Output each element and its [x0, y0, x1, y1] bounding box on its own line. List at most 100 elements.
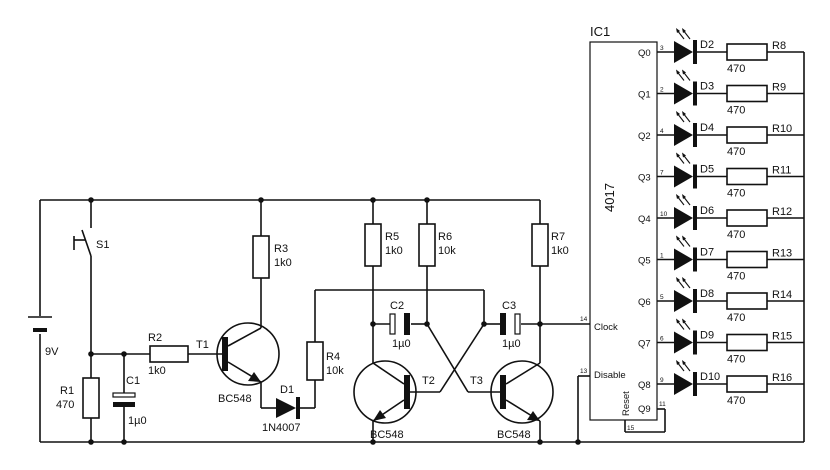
- reset-label: Reset: [621, 391, 632, 416]
- resistor-value: 470: [727, 312, 745, 324]
- resistor-symbol: [726, 209, 768, 227]
- q9-pin: 11: [659, 401, 666, 408]
- led-cathode: [693, 289, 697, 313]
- t3-name: T3: [470, 375, 483, 387]
- q-label: Q4: [638, 214, 651, 225]
- resistor-value: 470: [727, 188, 745, 200]
- led-name: D3: [700, 81, 714, 93]
- t1-part: BC548: [218, 393, 252, 405]
- c1-value: 1µ0: [128, 415, 147, 427]
- disable-pin: 13: [580, 368, 588, 375]
- d1-part: 1N4007: [262, 422, 301, 434]
- r6-name: R6: [438, 231, 452, 243]
- light-arrows: [676, 277, 691, 289]
- c3-name: C3: [502, 300, 516, 312]
- q-label: Q7: [638, 339, 651, 350]
- pin-number: 4: [660, 128, 664, 135]
- c2-value: 1µ0: [392, 338, 411, 350]
- led-symbol: [674, 248, 693, 271]
- resistor-name: R15: [772, 331, 792, 343]
- led-symbol: [674, 331, 693, 354]
- resistor-r1: R1 470: [56, 377, 100, 419]
- led-cathode: [693, 372, 697, 396]
- r1-name: R1: [60, 385, 74, 397]
- resistor-value: 470: [727, 354, 745, 366]
- led-cathode: [693, 164, 697, 189]
- led-cathode: [693, 206, 697, 230]
- t2-name: T2: [422, 375, 435, 387]
- r1-value: 470: [56, 399, 74, 411]
- c1-name: C1: [126, 375, 140, 387]
- junction-dots: [88, 197, 581, 445]
- light-arrows: [676, 111, 691, 123]
- transistor-t2: T2 BC548: [353, 360, 435, 441]
- led-name: D6: [700, 205, 714, 217]
- resistor-name: R8: [772, 40, 786, 52]
- resistor-symbol: [726, 126, 768, 144]
- resistor-value: 470: [727, 271, 745, 283]
- capacitor-c2: C2 1µ0: [389, 300, 411, 350]
- q-label: Q6: [638, 297, 651, 308]
- q-label: Q8: [638, 380, 651, 391]
- transistor-t1: T1 BC548: [196, 322, 280, 405]
- led-symbol: [674, 165, 693, 188]
- capacitor-c3: C3 1µ0: [500, 300, 521, 350]
- resistor-name: R9: [772, 82, 786, 94]
- r4-value: 10k: [326, 365, 344, 377]
- pin-number: 9: [660, 377, 664, 384]
- pin-number: 2: [660, 87, 664, 94]
- led-cathode: [693, 81, 697, 106]
- r7-name: R7: [551, 231, 565, 243]
- pin-number: 3: [660, 45, 664, 52]
- led-cathode: [693, 40, 697, 64]
- resistor-name: R12: [772, 206, 792, 218]
- resistor-symbol: [726, 375, 768, 393]
- resistor-name: R14: [772, 289, 792, 301]
- diode-d1: D1 1N4007: [262, 384, 301, 434]
- pin-number: 5: [660, 294, 664, 301]
- pin-number: 7: [660, 170, 664, 177]
- resistor-symbol: [726, 292, 768, 310]
- resistor-symbol: [726, 167, 768, 186]
- pin-number: 10: [660, 211, 668, 218]
- ic-4017: IC1 4017 Clock 14 Disable 13 Reset 15 Q9…: [580, 24, 666, 432]
- c3-value: 1µ0: [502, 338, 521, 350]
- capacitor-c1: C1 1µ0: [112, 375, 147, 427]
- ic-name: IC1: [590, 24, 610, 39]
- resistor-symbol: [726, 84, 768, 103]
- resistor-r7: R7 1k0: [531, 223, 569, 267]
- led-name: D5: [700, 164, 714, 176]
- output-row-q3: Q3 7 D5 R11 470: [638, 152, 804, 200]
- led-name: D7: [700, 247, 714, 259]
- light-arrows: [676, 235, 691, 247]
- battery-value: 9V: [45, 346, 59, 358]
- t1-name: T1: [196, 339, 209, 351]
- led-symbol: [674, 373, 693, 395]
- led-symbol: [674, 82, 693, 105]
- q9-label: Q9: [638, 404, 651, 415]
- led-symbol: [674, 207, 693, 229]
- led-name: D9: [700, 330, 714, 342]
- clock-label: Clock: [594, 322, 618, 333]
- light-arrows: [676, 360, 691, 372]
- q-label: Q3: [638, 173, 651, 184]
- led-symbol: [674, 124, 693, 146]
- resistor-symbol: [726, 250, 768, 269]
- wiring: [39, 52, 805, 443]
- light-arrows: [676, 28, 691, 40]
- disable-label: Disable: [594, 370, 626, 381]
- transistor-t3: T3 BC548: [470, 360, 554, 441]
- resistor-r4: R4 10k: [306, 341, 344, 381]
- resistor-name: R11: [772, 165, 791, 177]
- led-cathode: [693, 123, 697, 147]
- resistor-symbol: [726, 333, 768, 352]
